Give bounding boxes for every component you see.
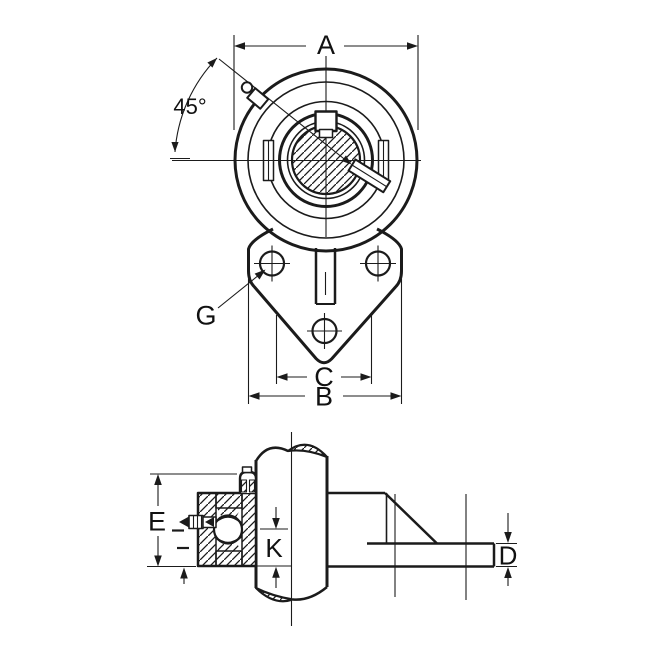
front-view: 45° A G (170, 30, 421, 412)
dimension-a: A (233, 30, 419, 130)
angle-annotation-45deg: 45° (170, 57, 218, 160)
dim-label-g: G (195, 301, 216, 331)
dim-label-e: E (148, 507, 166, 537)
race-arc-top (213, 515, 243, 524)
bolt-hole-left (254, 245, 290, 282)
setscrew (347, 158, 392, 194)
flange-bracket-outline (247, 227, 403, 365)
gusset-edge (384, 492, 438, 545)
housing-section (196, 491, 258, 568)
dimension-c: C (275, 315, 373, 392)
bracket-side (327, 491, 496, 568)
shaft-break-top (286, 443, 329, 459)
dim-label-d: D (499, 541, 518, 571)
dim-label-b: B (315, 382, 333, 412)
label-g-leader: G (195, 269, 266, 331)
locking-collar-cap (238, 466, 258, 493)
side-view: E K D (147, 432, 517, 626)
bolt-hole-bottom (307, 313, 342, 349)
dimension-b: B (247, 279, 403, 412)
angle-leader-line (218, 58, 349, 163)
bracket-slot (314, 248, 337, 305)
bolt-hole-right (360, 245, 396, 282)
dim-label-a: A (317, 30, 335, 60)
leader-arrowhead (341, 155, 352, 165)
dimension-k: K (256, 507, 292, 588)
dim-label-c: C (314, 362, 334, 392)
dimension-e: E (147, 473, 237, 584)
keyway (314, 110, 338, 139)
grease-fitting-side-icon (179, 514, 217, 530)
race-arc-bottom (213, 535, 243, 544)
dimension-d: D (496, 513, 517, 586)
angle-label: 45° (173, 94, 206, 119)
dim-label-k: K (265, 533, 283, 563)
grease-fitting-icon (240, 81, 270, 110)
shaft-break-bottom (254, 586, 295, 603)
